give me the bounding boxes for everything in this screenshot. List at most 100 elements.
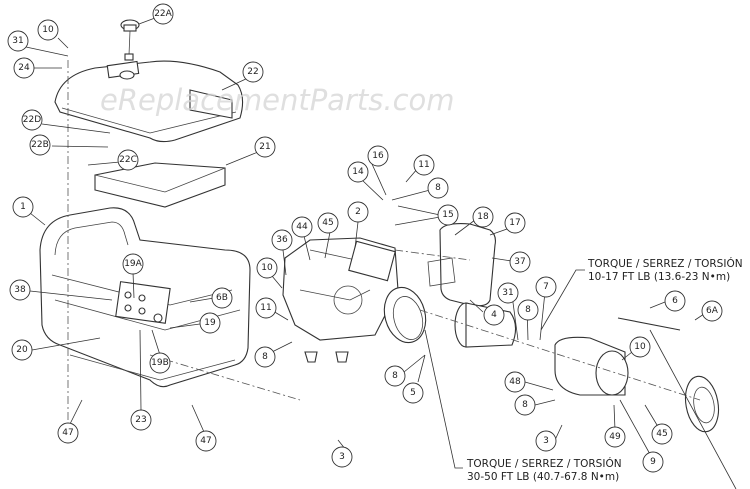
callout-label: 22B bbox=[31, 140, 49, 150]
callout-2: 2 bbox=[347, 201, 369, 223]
callout-circle bbox=[402, 382, 424, 404]
callout-label: 6A bbox=[706, 306, 719, 316]
callout-label: 19A bbox=[124, 259, 142, 269]
callout-circle bbox=[367, 145, 389, 167]
callout-circle bbox=[291, 216, 313, 238]
callout-circle bbox=[37, 19, 59, 41]
callout-circle bbox=[504, 371, 526, 393]
callout-label: 10 bbox=[261, 263, 273, 273]
callout-10: 10 bbox=[256, 257, 278, 279]
callout-label: 49 bbox=[609, 432, 621, 442]
callout-circle bbox=[152, 3, 174, 25]
muffler bbox=[427, 223, 496, 307]
callout-3: 3 bbox=[331, 446, 353, 468]
callout-label: 22C bbox=[119, 155, 137, 165]
callout-8: 8 bbox=[384, 365, 406, 387]
callout-label: 19B bbox=[151, 358, 169, 368]
callout-15: 15 bbox=[437, 204, 459, 226]
callout-9: 9 bbox=[642, 451, 664, 473]
callout-11: 11 bbox=[413, 154, 435, 176]
callout-label: 36 bbox=[276, 235, 288, 245]
callout-label: 6B bbox=[216, 293, 228, 303]
callout-circle bbox=[664, 290, 686, 312]
callout-8: 8 bbox=[514, 394, 536, 416]
callout-6a: 6A bbox=[701, 300, 723, 322]
tank-tray bbox=[94, 162, 226, 208]
callout-45: 45 bbox=[651, 423, 673, 445]
callout-circle bbox=[347, 161, 369, 183]
callout-label: 22D bbox=[23, 115, 41, 125]
callout-label: 23 bbox=[135, 415, 146, 425]
callout-8: 8 bbox=[517, 299, 539, 321]
callout-circle bbox=[271, 229, 293, 251]
callout-circle bbox=[211, 287, 233, 309]
callout-circle bbox=[122, 253, 144, 275]
callout-circle bbox=[535, 276, 557, 298]
callout-label: 8 bbox=[392, 371, 398, 381]
callout-circle bbox=[117, 149, 139, 171]
callout-label: 4 bbox=[491, 310, 497, 320]
callout-4: 4 bbox=[483, 304, 505, 326]
callout-circle bbox=[29, 134, 51, 156]
callout-label: 11 bbox=[260, 303, 271, 313]
callout-21: 21 bbox=[254, 136, 276, 158]
callout-circle bbox=[331, 446, 353, 468]
callout-label: 45 bbox=[656, 429, 667, 439]
callout-48: 48 bbox=[504, 371, 526, 393]
callout-label: 37 bbox=[514, 257, 525, 267]
callout-circle bbox=[254, 136, 276, 158]
callout-circle bbox=[483, 304, 505, 326]
callout-circle bbox=[509, 251, 531, 273]
fuel-tank bbox=[54, 60, 244, 143]
callout-23: 23 bbox=[130, 409, 152, 431]
callout-label: 8 bbox=[262, 352, 268, 362]
callout-circle bbox=[472, 206, 494, 228]
callout-label: 7 bbox=[543, 282, 549, 292]
callout-label: 10 bbox=[42, 25, 54, 35]
callout-37: 37 bbox=[509, 251, 531, 273]
callout-31: 31 bbox=[497, 282, 519, 304]
callout-circle bbox=[651, 423, 673, 445]
callout-label: 47 bbox=[62, 428, 73, 438]
callout-circle bbox=[7, 30, 29, 52]
callout-3: 3 bbox=[535, 430, 557, 452]
callout-label: 9 bbox=[650, 457, 656, 467]
callout-6: 6 bbox=[664, 290, 686, 312]
callout-47: 47 bbox=[57, 422, 79, 444]
callout-circle bbox=[504, 212, 526, 234]
torque-note-1-line1: TORQUE / SERREZ / TORSIÓN bbox=[587, 257, 743, 270]
callout-14: 14 bbox=[347, 161, 369, 183]
callout-label: 8 bbox=[525, 305, 531, 315]
callout-18: 18 bbox=[472, 206, 494, 228]
callout-47: 47 bbox=[195, 430, 217, 452]
callout-label: 18 bbox=[477, 212, 489, 222]
callout-label: 11 bbox=[418, 160, 429, 170]
callout-24: 24 bbox=[13, 57, 35, 79]
callout-10: 10 bbox=[629, 336, 651, 358]
callout-circle bbox=[254, 346, 276, 368]
callout-17: 17 bbox=[504, 212, 526, 234]
callout-circle bbox=[514, 394, 536, 416]
callout-label: 5 bbox=[410, 388, 416, 398]
callout-label: 3 bbox=[543, 436, 549, 446]
callout-label: 16 bbox=[372, 151, 384, 161]
callout-19: 19 bbox=[199, 312, 221, 334]
callout-circle bbox=[497, 282, 519, 304]
callout-label: 2 bbox=[355, 207, 361, 217]
callout-38: 38 bbox=[9, 279, 31, 301]
callout-circle bbox=[57, 422, 79, 444]
callout-circle bbox=[701, 300, 723, 322]
callout-label: 31 bbox=[502, 288, 513, 298]
callout-10: 10 bbox=[37, 19, 59, 41]
callout-1: 1 bbox=[12, 196, 34, 218]
callout-label: 45 bbox=[322, 218, 333, 228]
callout-label: 20 bbox=[16, 345, 28, 355]
callout-6b: 6B bbox=[211, 287, 233, 309]
callout-label: 1 bbox=[20, 202, 26, 212]
callout-circle bbox=[642, 451, 664, 473]
callout-8: 8 bbox=[254, 346, 276, 368]
callout-circle bbox=[242, 61, 264, 83]
callout-circle bbox=[384, 365, 406, 387]
